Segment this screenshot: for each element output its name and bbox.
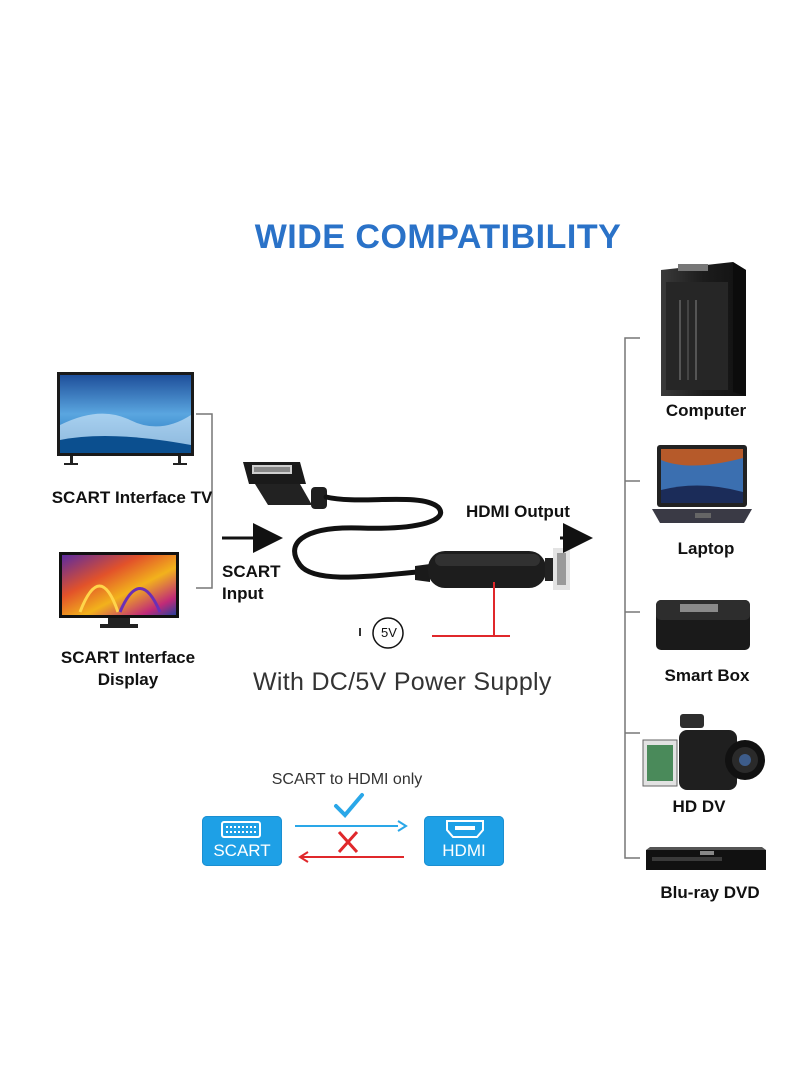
monitor-image bbox=[59, 552, 179, 628]
scart-input-label: SCART Input bbox=[222, 562, 281, 603]
hdmi-adapter-image bbox=[415, 548, 570, 590]
direction-caption: SCART to HDMI only bbox=[271, 771, 423, 788]
scart-badge: SCART bbox=[202, 816, 282, 866]
tv-label: SCART Interface TV bbox=[51, 488, 213, 507]
scart-badge-label: SCART bbox=[213, 841, 271, 860]
hdmi-output-label: HDMI Output bbox=[466, 502, 570, 521]
computer-tower-image bbox=[661, 262, 746, 396]
hdmi-connector-icon bbox=[446, 820, 484, 838]
scart-connector-icon bbox=[221, 821, 261, 838]
page-title: WIDE COMPATIBILITY bbox=[254, 218, 622, 256]
check-icon bbox=[334, 793, 364, 818]
hdmi-badge: HDMI bbox=[424, 816, 504, 866]
output-label-smart-box: Smart Box bbox=[664, 666, 750, 685]
smart-box-image bbox=[656, 600, 750, 650]
tv-image bbox=[57, 372, 194, 465]
bluray-player-image bbox=[646, 847, 766, 870]
output-label-hd-dv: HD DV bbox=[672, 797, 726, 816]
cross-icon bbox=[337, 830, 359, 854]
camcorder-image bbox=[642, 714, 765, 790]
scart-plug-image bbox=[243, 462, 327, 509]
voltage-label: 5V bbox=[381, 625, 397, 640]
display-label: SCART Interface Display bbox=[60, 648, 196, 689]
laptop-image bbox=[652, 445, 752, 523]
hdmi-badge-label: HDMI bbox=[442, 841, 486, 860]
output-label-bluray: Blu-ray DVD bbox=[660, 883, 760, 902]
output-label-laptop: Laptop bbox=[677, 539, 735, 558]
power-caption: With DC/5V Power Supply bbox=[253, 668, 552, 696]
output-label-computer: Computer bbox=[665, 401, 747, 420]
